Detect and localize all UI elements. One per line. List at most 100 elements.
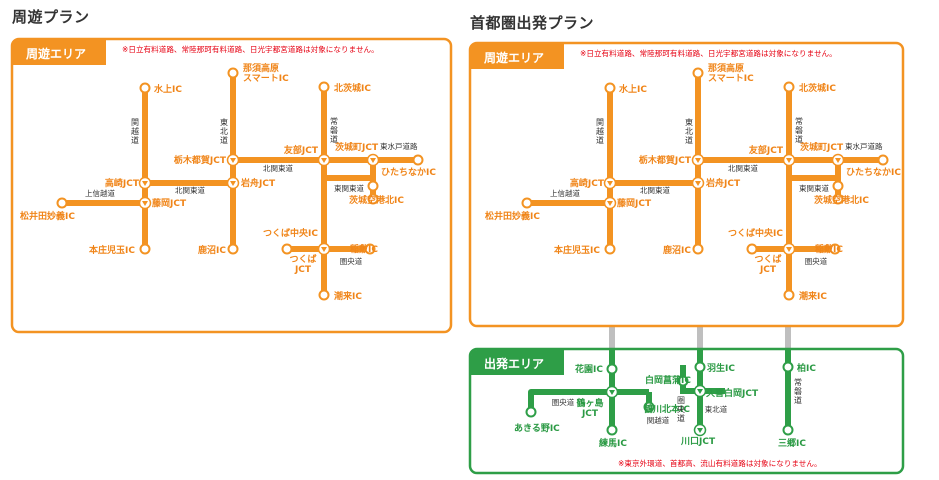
right-road-kanetsu: 関越道 xyxy=(596,118,604,145)
right-road-kitakanto-west: 北関東道 xyxy=(640,185,670,195)
depart-jct-kuki-mark xyxy=(697,389,703,394)
depart-node-hanyu xyxy=(694,361,706,373)
depart-note: ※東京外環道、首都高、流山有料道路は対象になりません。 xyxy=(618,458,822,468)
depart-label-nerima: 練馬IC xyxy=(599,437,627,449)
right-label-nasu: 那須高原スマートIC xyxy=(708,62,754,84)
left-jct-tochigitsuga-mark xyxy=(230,158,236,163)
right-label-honjo: 本庄児玉IC xyxy=(554,244,600,256)
depart-road-kenodo: 圏央道 xyxy=(552,397,575,407)
depart-tab xyxy=(471,350,564,375)
right-jct-fujioka-mark xyxy=(607,201,613,206)
right-note: ※日立有料道路、常陸那珂有料道路、日光宇都宮道路は対象になりません。 xyxy=(580,48,837,58)
left-jct-tomobe-mark xyxy=(321,158,327,163)
left-node-higashimito xyxy=(412,154,424,166)
depart-tab-label: 出発エリア xyxy=(484,356,544,371)
left-road-joshinetsu: 上信越道 xyxy=(85,188,115,198)
left-node-hitachinaka xyxy=(367,180,379,192)
right-node-itako xyxy=(783,289,795,301)
right-label-fujioka: 藤岡JCT xyxy=(617,197,652,209)
right-label-tomobe: 友部JCT xyxy=(749,144,784,156)
right-tab-label: 周遊エリア xyxy=(484,50,544,65)
left-label-tomobe: 友部JCT xyxy=(284,144,319,156)
left-tab xyxy=(13,40,106,65)
right-jct-ibarakimachi-mark xyxy=(835,158,841,163)
depart-node-kenokawajima xyxy=(643,401,655,413)
depart-road-tohoku: 東北道 xyxy=(705,404,728,414)
right-label-inashiki: 稲敷IC xyxy=(815,243,843,255)
depart-node-shiraoka xyxy=(677,375,689,387)
right-road-joshinetsu: 上信越道 xyxy=(550,188,580,198)
left-label-kitaibaraki: 北茨城IC xyxy=(334,82,371,94)
right-road-kenodo: 圏央道 xyxy=(805,256,828,266)
depart-node-hanazono xyxy=(606,363,618,375)
right-node-tsukubachuo xyxy=(746,243,758,255)
left-node-kitaibaraki xyxy=(318,81,330,93)
depart-label-akiruno: あきる野IC xyxy=(514,423,560,434)
left-node-sano xyxy=(227,243,239,255)
left-road-kenodo: 圏央道 xyxy=(340,256,363,266)
left-node-matsuida xyxy=(56,197,68,209)
depart-label-kuki: 久喜白岡JCT xyxy=(706,387,759,399)
right-label-ibarakimachi: 茨城町JCT xyxy=(800,141,844,153)
left-label-itako: 潮来IC xyxy=(334,290,362,302)
depart-label-shiraoka: 白岡菖蒲IC xyxy=(645,374,691,386)
right-jct-iwafune-mark xyxy=(695,181,701,186)
right-node-kitaibaraki xyxy=(783,81,795,93)
right-jct-tochigitsuga-mark xyxy=(695,158,701,163)
right-label-sano: 鹿沼IC xyxy=(662,244,691,256)
left-label-honjo: 本庄児玉IC xyxy=(89,244,135,256)
left-node-inashiki xyxy=(364,243,376,255)
depart-node-nerima xyxy=(606,424,618,436)
left-label-sano: 鹿沼IC xyxy=(197,244,226,256)
right-road-joban: 常磐道 xyxy=(795,117,803,144)
right-label-tochigitsuga: 栃木都賀JCT xyxy=(639,154,692,166)
left-label-minakami: 水上IC xyxy=(154,83,182,95)
left-road-higashikanto: 東関東道 xyxy=(334,183,364,193)
depart-node-akiruno xyxy=(525,406,537,418)
right-road-tohoku: 東北道 xyxy=(685,117,693,145)
plan-title-tour: 周遊プラン xyxy=(12,8,90,26)
right-road-higashikanto: 東関東道 xyxy=(799,183,829,193)
left-label-tochigitsuga: 栃木都賀JCT xyxy=(174,154,227,166)
left-label-takasaki: 高崎JCT xyxy=(105,177,140,189)
right-jct-takasaki-mark xyxy=(607,181,613,186)
right-label-itako: 潮来IC xyxy=(799,290,827,302)
right-label-ibarakikuko: 茨城空港北IC xyxy=(814,194,869,206)
right-label-iwafune: 岩舟JCT xyxy=(705,177,741,189)
left-node-honjo xyxy=(139,243,151,255)
depart-node-kashiwa xyxy=(782,361,794,373)
left-label-fujioka: 藤岡JCT xyxy=(152,197,187,209)
right-label-takasaki: 高崎JCT xyxy=(570,177,605,189)
right-node-honjo xyxy=(604,243,616,255)
depart-jct-kawaguchi-mark xyxy=(697,428,703,433)
right-label-kitaibaraki: 北茨城IC xyxy=(799,82,836,94)
right-road-kitakanto-east: 北関東道 xyxy=(728,163,758,173)
depart-panel xyxy=(468,347,905,475)
left-jct-tsukuba-mark xyxy=(321,247,327,252)
left-line-higashikanto xyxy=(324,175,376,199)
left-label-higashimito: 東水戸道路 xyxy=(380,141,418,151)
right-label-tsukubachuo: つくば中央IC xyxy=(728,227,783,239)
depart-label-hanazono: 花園IC xyxy=(575,363,603,375)
left-label-nasu: 那須高原スマートIC xyxy=(243,62,289,84)
left-label-iwafune: 岩舟JCT xyxy=(240,177,276,189)
left-label-hitachinaka: ひたちなかIC xyxy=(381,167,436,178)
left-label-ibarakimachi: 茨城町JCT xyxy=(335,141,379,153)
right-label-minakami: 水上IC xyxy=(619,83,647,95)
right-tab xyxy=(471,44,564,69)
left-note: ※日立有料道路、常陸那珂有料道路、日光宇都宮道路は対象になりません。 xyxy=(122,44,379,54)
right-node-minakami xyxy=(604,82,616,94)
left-road-tohoku: 東北道 xyxy=(220,117,228,145)
left-node-ibarakikuko xyxy=(367,193,379,205)
right-node-ibarakikuko xyxy=(832,193,844,205)
left-node-tsukubachuo xyxy=(281,243,293,255)
depart-label-misato: 三郷IC xyxy=(778,437,806,449)
plan-title-metro: 首都圏出発プラン xyxy=(470,14,595,32)
depart-node-misato xyxy=(782,424,794,436)
right-line-higashikanto xyxy=(789,175,841,199)
left-jct-iwafune-mark xyxy=(230,181,236,186)
